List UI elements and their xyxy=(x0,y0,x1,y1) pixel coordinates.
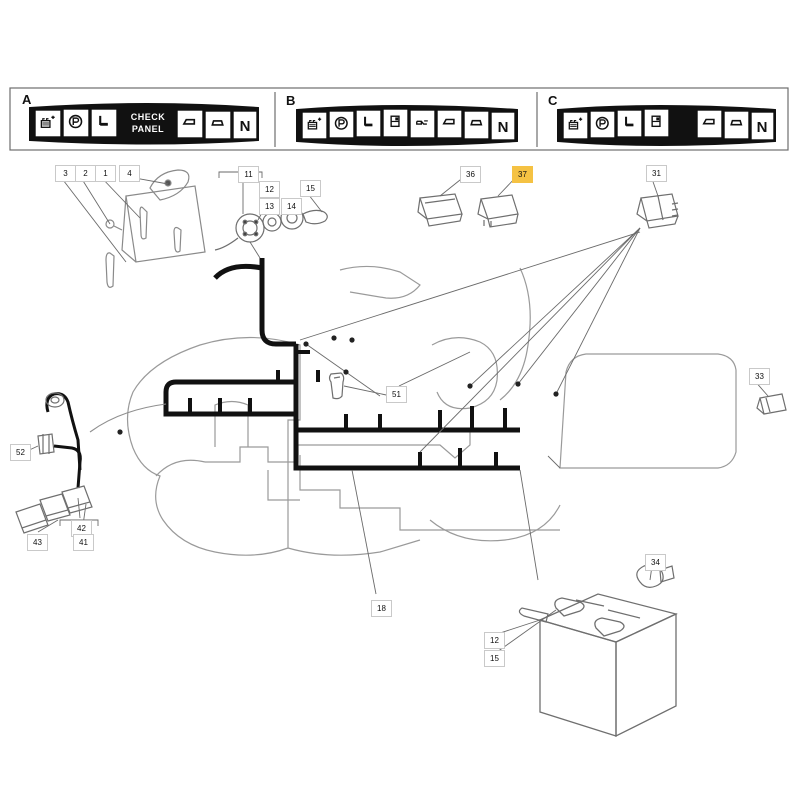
panel-a-cell-6[interactable] xyxy=(232,110,258,140)
panel-b-cell-3[interactable] xyxy=(382,108,409,138)
harness-cable-left xyxy=(45,392,82,471)
panel-c-neutral-label: N xyxy=(757,119,768,136)
harness-lead-52 xyxy=(53,444,82,489)
callout-4[interactable]: 4 xyxy=(119,165,140,182)
panel-c-cell-6[interactable] xyxy=(723,110,750,140)
fuse-holder-52[interactable] xyxy=(37,433,55,455)
connector-41[interactable] xyxy=(61,485,93,514)
callout-34[interactable]: 34 xyxy=(645,554,666,571)
leader-dots xyxy=(117,335,559,435)
callout-41[interactable]: 41 xyxy=(73,534,94,551)
panel-c: N C xyxy=(548,93,776,146)
callout-15[interactable]: 15 xyxy=(484,650,505,667)
wiring-harness xyxy=(163,258,520,471)
callout-3[interactable]: 3 xyxy=(55,165,76,182)
callout-33[interactable]: 33 xyxy=(749,368,770,385)
callout-15[interactable]: 15 xyxy=(300,180,321,197)
panel-c-cell-7[interactable] xyxy=(750,111,775,141)
battery-terminal-34[interactable] xyxy=(636,564,675,588)
callout-1[interactable]: 1 xyxy=(95,165,116,182)
panel-b-neutral-label: N xyxy=(498,119,509,136)
callout-37[interactable]: 37 xyxy=(512,166,533,183)
panel-c-cell-3[interactable] xyxy=(643,108,670,138)
harness-branches xyxy=(188,350,507,468)
panel-a-cell-0[interactable] xyxy=(34,109,62,138)
panel-b-cell-7[interactable] xyxy=(490,111,516,141)
callout-12[interactable]: 12 xyxy=(259,181,280,198)
panel-b-cell-4[interactable] xyxy=(409,109,436,139)
panel-strip-frame xyxy=(9,87,789,151)
panel-a-neutral-label: N xyxy=(240,118,251,135)
panel-c-letter: C xyxy=(548,93,558,108)
check-panel-line1: CHECK xyxy=(131,112,166,122)
leader-lines-fan xyxy=(299,227,641,453)
connector-42[interactable] xyxy=(39,493,71,522)
panel-b-cell-2[interactable] xyxy=(355,109,382,138)
cable-eyelet xyxy=(45,392,65,408)
panel-c-cell-0[interactable] xyxy=(562,111,589,140)
callout-36[interactable]: 36 xyxy=(460,166,481,183)
battery[interactable] xyxy=(538,593,678,738)
panel-c-cell-2[interactable] xyxy=(616,109,643,138)
panel-a-cell-1[interactable] xyxy=(62,108,90,138)
micro-switch-51[interactable] xyxy=(328,372,345,400)
callout-31[interactable]: 31 xyxy=(646,165,667,182)
relay-33[interactable] xyxy=(756,393,787,415)
panel-b: N B xyxy=(286,93,518,146)
check-panel-line2: PANEL xyxy=(132,124,164,134)
panel-a-letter: A xyxy=(22,92,32,107)
panel-b-letter: B xyxy=(286,93,295,108)
rocker-switch-37[interactable] xyxy=(477,194,519,228)
leader-lines xyxy=(24,175,769,653)
connector-43[interactable] xyxy=(15,503,49,534)
callout-13[interactable]: 13 xyxy=(259,198,280,215)
battery-cable-lug[interactable] xyxy=(518,607,549,623)
callout-52[interactable]: 52 xyxy=(10,444,31,461)
callout-2[interactable]: 2 xyxy=(75,165,96,182)
panel-a: CHECK PANEL N A xyxy=(22,92,259,145)
instrument-panel-bracket[interactable] xyxy=(105,169,206,288)
callout-14[interactable]: 14 xyxy=(281,198,302,215)
rocker-switch-31[interactable] xyxy=(636,193,679,229)
callout-43[interactable]: 43 xyxy=(27,534,48,551)
callout-51[interactable]: 51 xyxy=(386,386,407,403)
callout-42[interactable]: 42 xyxy=(71,520,92,537)
callout-11[interactable]: 11 xyxy=(238,166,259,183)
harness-tail xyxy=(89,403,167,433)
callout-12[interactable]: 12 xyxy=(484,632,505,649)
panel-b-cell-0[interactable] xyxy=(301,111,328,140)
callout-18[interactable]: 18 xyxy=(371,600,392,617)
rocker-switch-36[interactable] xyxy=(417,193,463,227)
